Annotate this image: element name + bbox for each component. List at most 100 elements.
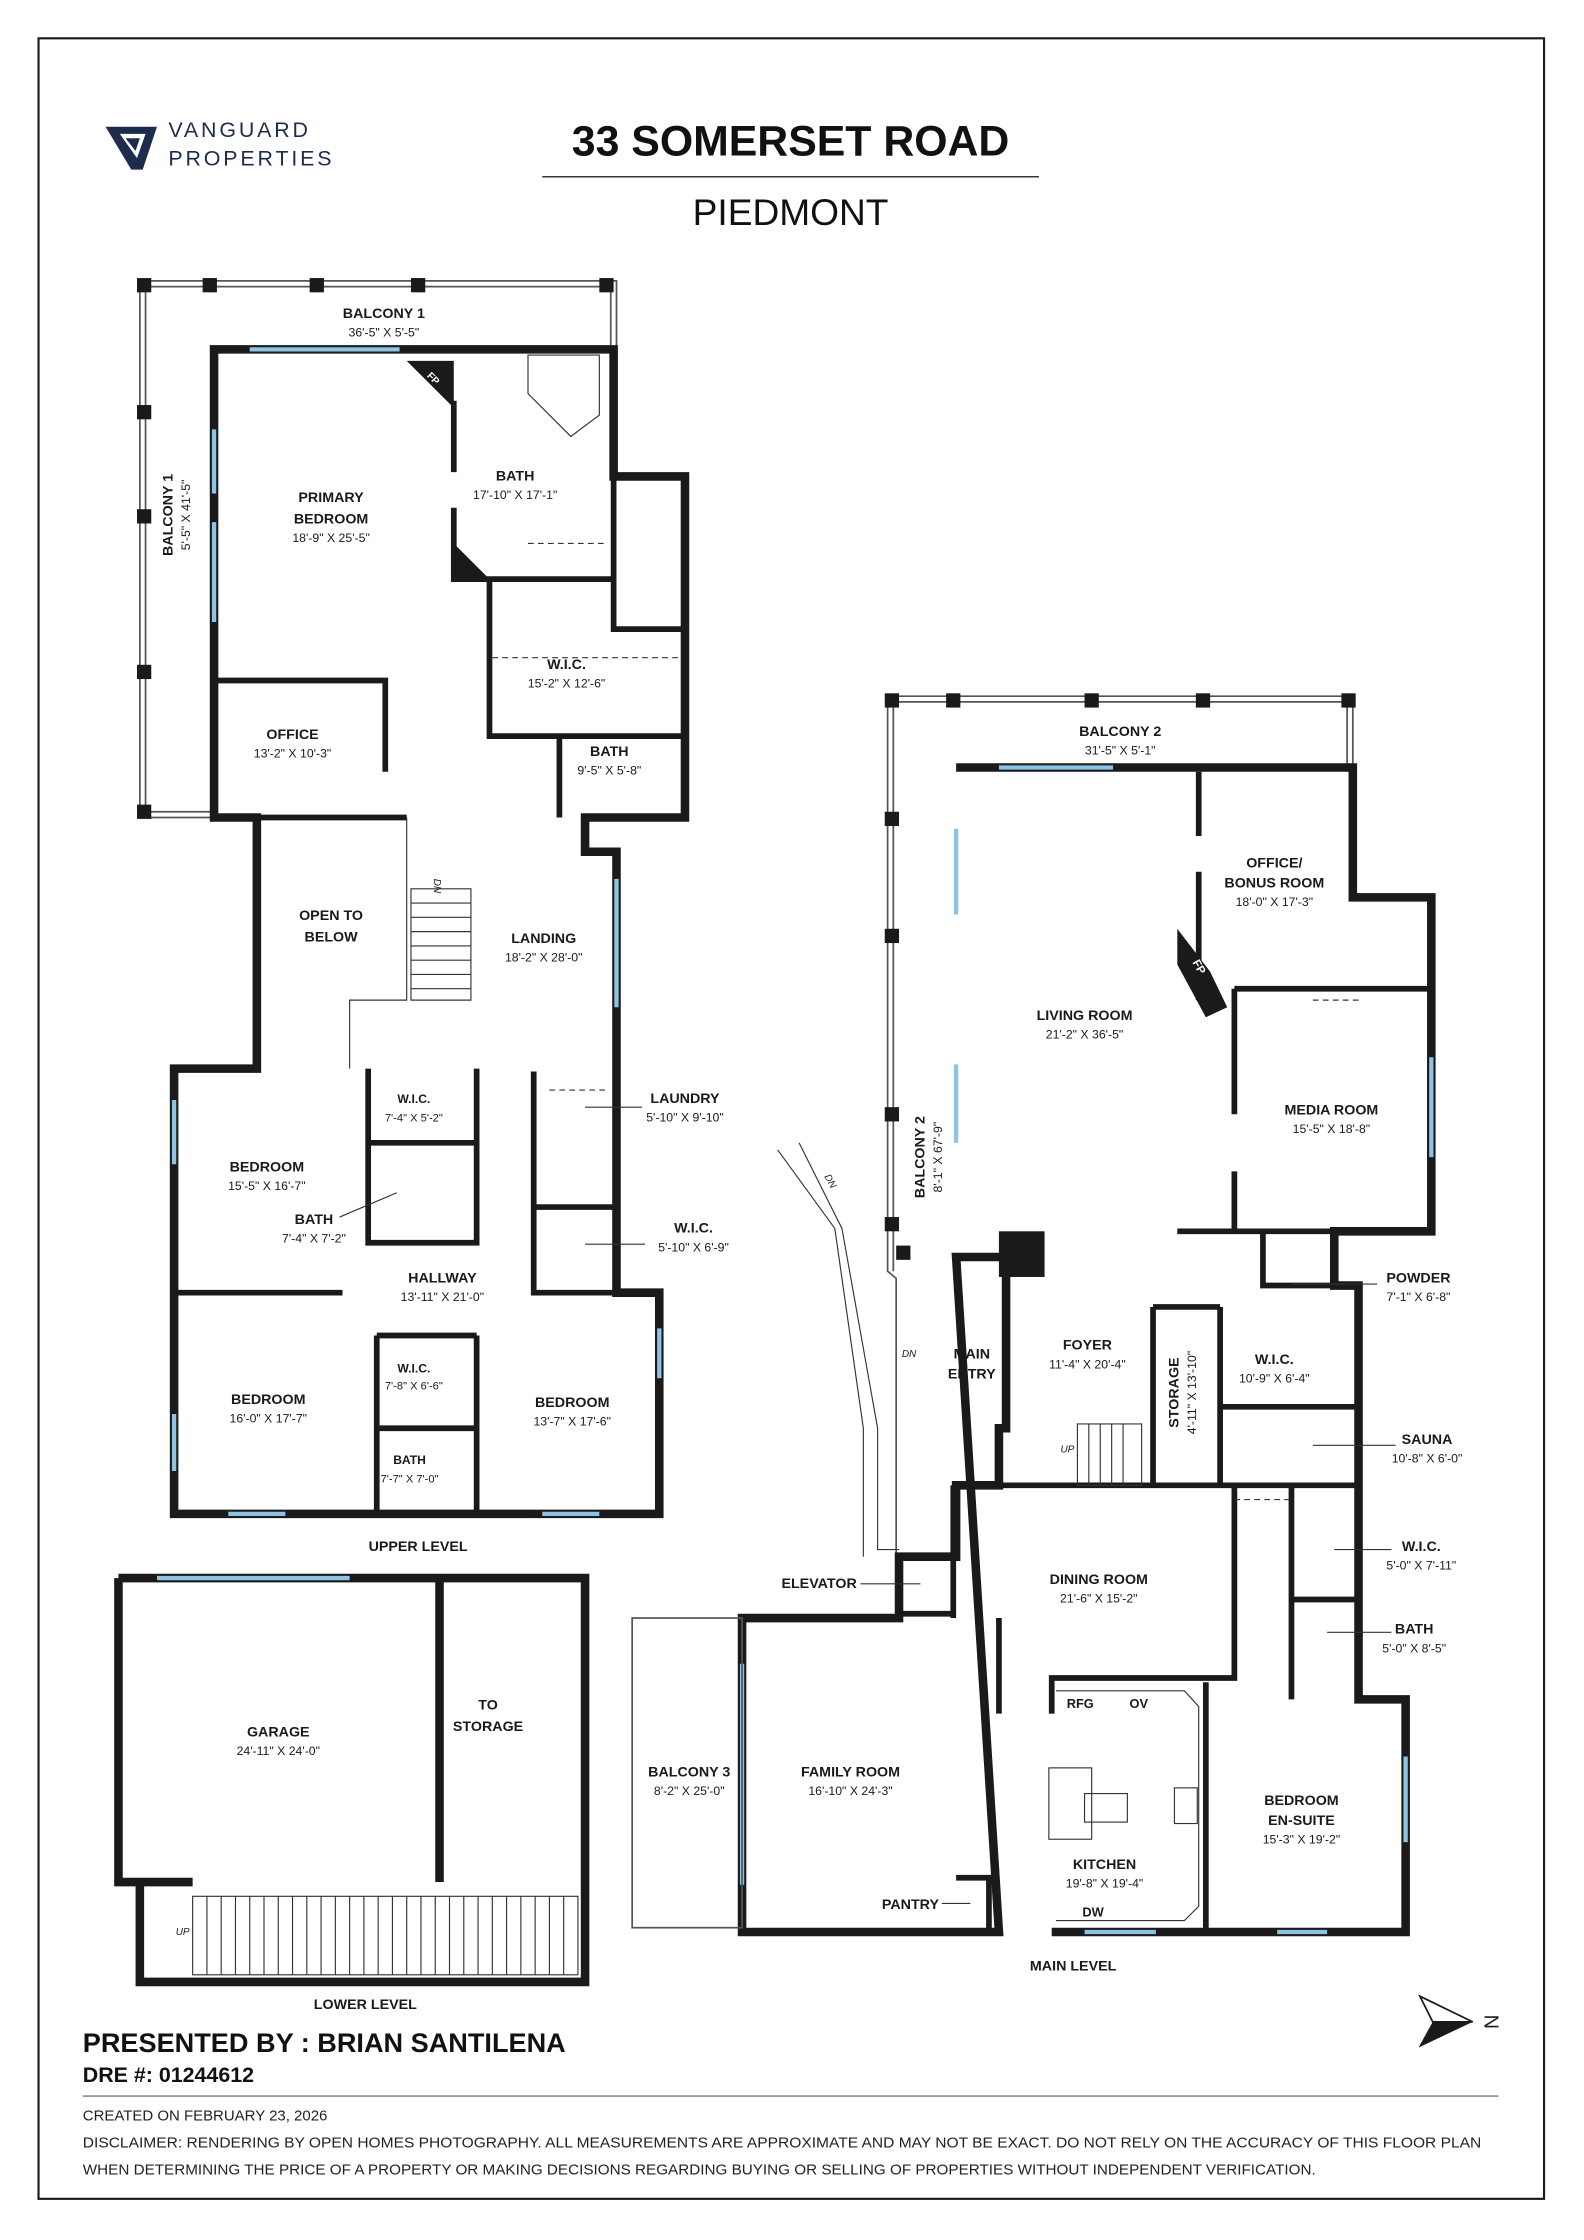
svg-text:BONUS ROOM: BONUS ROOM <box>1224 875 1324 891</box>
svg-text:18'-9" X 25'-5": 18'-9" X 25'-5" <box>292 531 370 545</box>
main-level-plan: FP DN DN UP RFG OV DW <box>737 693 1436 1937</box>
svg-text:LIVING ROOM: LIVING ROOM <box>1037 1008 1133 1024</box>
svg-text:FAMILY ROOM: FAMILY ROOM <box>801 1764 900 1780</box>
room-balcony-3: BALCONY 38'-2" X 25'-0" <box>648 1764 730 1798</box>
svg-text:MAIN: MAIN <box>954 1346 990 1362</box>
svg-text:BATH: BATH <box>295 1212 334 1228</box>
svg-text:10'-9" X 6'-4": 10'-9" X 6'-4" <box>1239 1372 1310 1386</box>
svg-text:BALCONY 2: BALCONY 2 <box>913 1116 929 1198</box>
svg-text:5'-0" X 8'-5": 5'-0" X 8'-5" <box>1382 1641 1446 1655</box>
room-bath-ensuite: BATH 5'-0" X 8'-5" <box>1327 1622 1446 1655</box>
svg-text:5'-10" X 9'-10": 5'-10" X 9'-10" <box>646 1110 724 1124</box>
brand-logo: VANGUARD PROPERTIES <box>105 118 332 170</box>
svg-text:BELOW: BELOW <box>305 930 359 946</box>
property-city: PIEDMONT <box>693 191 889 233</box>
room-elevator: ELEVATOR <box>781 1576 921 1592</box>
main-level-labels: BALCONY 2 31'-5" X 5'-1" OFFICE/BONUS ROO… <box>631 724 1463 1975</box>
presented-by: PRESENTED BY : BRIAN SANTILENA <box>83 2027 566 2058</box>
svg-text:4'-11" X 13'-10": 4'-11" X 13'-10" <box>1185 1351 1199 1434</box>
room-wic-2: W.I.C.7'-4" X 5'-2" <box>385 1092 443 1125</box>
svg-text:7'-4" X 7'-2": 7'-4" X 7'-2" <box>282 1232 346 1246</box>
svg-text:BEDROOM: BEDROOM <box>294 512 369 528</box>
svg-text:BEDROOM: BEDROOM <box>230 1159 304 1175</box>
main-level-title: MAIN LEVEL <box>1030 1959 1117 1975</box>
entry-down-label: DN <box>902 1349 917 1360</box>
room-primary-wic: W.I.C.15'-2" X 12'-6" <box>528 657 606 691</box>
svg-text:5'-5" X 41'-5": 5'-5" X 41'-5" <box>179 480 193 551</box>
room-wic-3: W.I.C.5'-10" X 6'-9" <box>585 1221 729 1254</box>
vanguard-logo-icon <box>105 126 157 170</box>
svg-text:36'-5" X 5'-5": 36'-5" X 5'-5" <box>349 326 420 340</box>
room-bath-3: BATH 7'-4" X 7'-2" <box>282 1192 397 1246</box>
svg-text:BATH: BATH <box>590 744 629 760</box>
svg-text:ELEVATOR: ELEVATOR <box>781 1576 857 1592</box>
svg-text:W.I.C.: W.I.C. <box>1402 1539 1441 1555</box>
svg-text:BALCONY 3: BALCONY 3 <box>648 1764 730 1780</box>
svg-text:STORAGE: STORAGE <box>1167 1357 1183 1427</box>
room-powder: POWDER 7'-1" X 6'-8" <box>1291 1271 1451 1304</box>
svg-text:17'-10" X 17'-1": 17'-10" X 17'-1" <box>473 488 557 502</box>
svg-text:10'-8" X 6'-0": 10'-8" X 6'-0" <box>1392 1451 1463 1465</box>
svg-text:7'-1" X 6'-8": 7'-1" X 6'-8" <box>1387 1290 1451 1304</box>
stair-down-label: DN <box>431 879 442 894</box>
stair-up-label: UP <box>176 1927 190 1938</box>
svg-text:16'-10" X 24'-3": 16'-10" X 24'-3" <box>808 1784 892 1798</box>
svg-text:BATH: BATH <box>496 469 535 485</box>
svg-text:18'-2" X 28'-0": 18'-2" X 28'-0" <box>505 951 583 965</box>
svg-text:KITCHEN: KITCHEN <box>1073 1857 1136 1873</box>
svg-text:POWDER: POWDER <box>1386 1271 1451 1287</box>
svg-text:BEDROOM: BEDROOM <box>231 1392 306 1408</box>
svg-text:13'-11" X 21'-0": 13'-11" X 21'-0" <box>401 1290 484 1304</box>
svg-text:19'-8" X 19'-4": 19'-8" X 19'-4" <box>1066 1877 1144 1891</box>
svg-text:16'-0" X 17'-7": 16'-0" X 17'-7" <box>230 1412 308 1426</box>
svg-text:18'-0" X 17'-3": 18'-0" X 17'-3" <box>1236 895 1314 909</box>
svg-text:BATH: BATH <box>1395 1622 1434 1638</box>
svg-text:5'-0" X 7'-11": 5'-0" X 7'-11" <box>1386 1559 1456 1573</box>
svg-text:W.I.C.: W.I.C. <box>547 657 586 673</box>
svg-text:BALCONY 1: BALCONY 1 <box>343 306 425 322</box>
svg-text:31'-5" X 5'-1": 31'-5" X 5'-1" <box>1085 744 1156 758</box>
svg-text:PANTRY: PANTRY <box>882 1897 940 1913</box>
svg-text:OFFICE/: OFFICE/ <box>1246 855 1302 871</box>
lower-level-title: LOWER LEVEL <box>314 1997 417 2013</box>
svg-text:15'-3" X 19'-2": 15'-3" X 19'-2" <box>1263 1833 1341 1847</box>
north-arrow-icon: N <box>1417 1994 1502 2048</box>
room-bedroom-2: BEDROOM 16'-0" X 17'-7" <box>230 1392 308 1426</box>
room-wic-main: W.I.C.10'-9" X 6'-4" <box>1239 1352 1310 1386</box>
svg-text:LANDING: LANDING <box>511 931 576 947</box>
svg-text:7'-8" X 6'-6": 7'-8" X 6'-6" <box>385 1381 443 1393</box>
disclaimer-line-1: DISCLAIMER: RENDERING BY OPEN HOMES PHOT… <box>83 2135 1481 2151</box>
room-balcony-2-top: BALCONY 2 31'-5" X 5'-1" <box>1079 724 1161 758</box>
stairs-icon <box>192 1895 579 1976</box>
disclaimer-line-2: WHEN DETERMINING THE PRICE OF A PROPERTY… <box>83 2163 1316 2179</box>
svg-text:STORAGE: STORAGE <box>453 1719 523 1735</box>
svg-text:OFFICE: OFFICE <box>266 727 318 743</box>
svg-text:OPEN TO: OPEN TO <box>299 908 363 924</box>
svg-text:BATH: BATH <box>393 1453 426 1467</box>
svg-text:BALCONY 2: BALCONY 2 <box>1079 724 1161 740</box>
oven-label: OV <box>1129 1696 1148 1711</box>
svg-text:BEDROOM: BEDROOM <box>535 1395 610 1411</box>
room-office-bonus: OFFICE/BONUS ROOM 18'-0" X 17'-3" <box>1224 855 1324 909</box>
svg-text:DINING ROOM: DINING ROOM <box>1050 1572 1148 1588</box>
svg-text:15'-5" X 16'-7": 15'-5" X 16'-7" <box>228 1179 306 1193</box>
room-balcony-1-top: BALCONY 1 36'-5" X 5'-5" <box>343 306 425 340</box>
